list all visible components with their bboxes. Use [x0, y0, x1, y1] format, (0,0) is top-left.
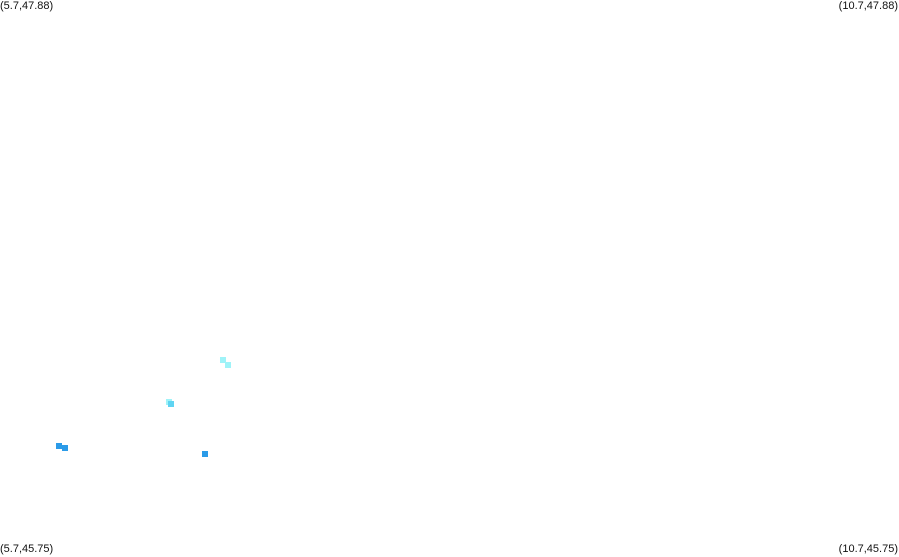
map-point	[62, 445, 68, 451]
map-point	[202, 451, 208, 457]
corner-label-top-left: (5.7,47.88)	[0, 0, 54, 12]
corner-label-bottom-left: (5.7,45.75)	[0, 543, 54, 555]
corner-label-bottom-right: (10.7,45.75)	[838, 543, 898, 555]
map-point	[168, 401, 174, 407]
map-point	[56, 443, 62, 449]
map-point	[220, 357, 226, 363]
map-point	[225, 362, 231, 368]
corner-label-top-right: (10.7,47.88)	[838, 0, 898, 12]
